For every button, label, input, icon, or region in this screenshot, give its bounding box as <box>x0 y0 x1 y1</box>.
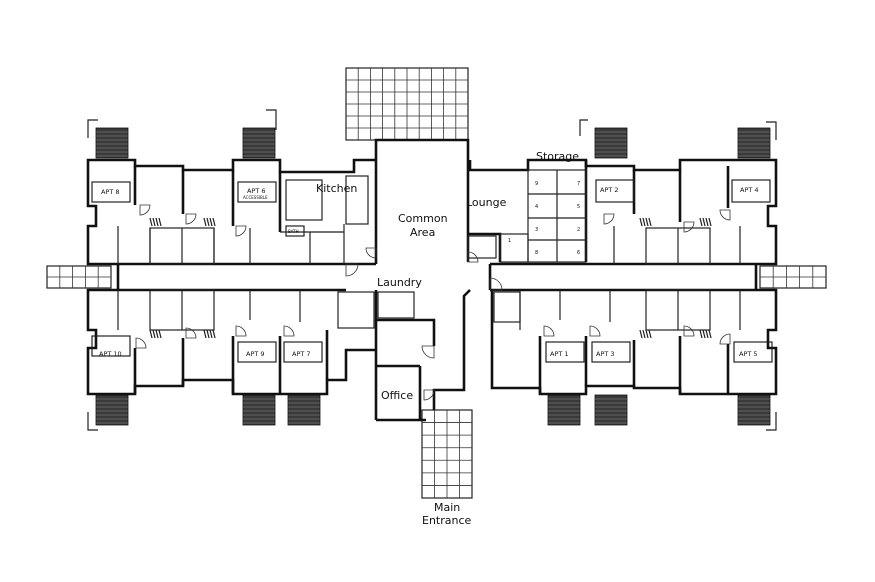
apt6-accessible-note: ACCESSIBLE <box>243 195 268 200</box>
wall-tick <box>203 329 207 339</box>
wall-tick <box>206 329 210 339</box>
apt10-label: APT 10 <box>99 350 122 358</box>
wall-tick <box>639 329 643 339</box>
door-swing <box>235 225 247 237</box>
wall-ticks <box>149 217 712 339</box>
main-entrance-walkway <box>421 409 473 499</box>
apt2-label: APT 2 <box>600 186 619 194</box>
lounge-label: Lounge <box>466 196 507 209</box>
door-swing <box>135 337 147 349</box>
door-swing <box>185 327 197 339</box>
wall-tick <box>158 329 162 339</box>
storage-unit-label: 9 <box>535 181 538 187</box>
laundry-label: Laundry <box>377 276 422 289</box>
east-walkway-grid <box>759 265 827 289</box>
porches <box>95 127 771 426</box>
north-patio-grid <box>345 67 469 141</box>
wall-tick <box>699 217 703 227</box>
storage-unit-label: 3 <box>535 227 538 233</box>
door-swing <box>421 345 435 359</box>
common-area-label-2: Area <box>410 226 435 239</box>
door-swings <box>135 204 731 401</box>
corner-brackets <box>87 109 777 431</box>
wall-tick <box>209 329 213 339</box>
storage-unit-label: 5 <box>577 204 580 210</box>
bath-label: BATH <box>288 229 299 234</box>
storage-unit-label: 1 <box>508 238 511 244</box>
storage-unit-numbers: 9 7 4 5 3 2 8 6 1 <box>508 181 580 256</box>
storage-unit-label: 7 <box>577 181 580 187</box>
main-entrance-label-2: Entrance <box>422 514 472 527</box>
west-wing-walls <box>86 158 376 396</box>
apt7-label: APT 7 <box>292 350 311 358</box>
wall-tick <box>206 217 210 227</box>
east-wing-walls <box>468 158 778 396</box>
door-swing <box>603 213 615 225</box>
wall-tick <box>705 217 709 227</box>
wall-tick <box>155 217 159 227</box>
wall-tick <box>203 217 207 227</box>
door-swing <box>185 213 197 225</box>
door-swing <box>589 325 601 337</box>
wall-tick <box>155 329 159 339</box>
wall-tick <box>648 329 652 339</box>
wall-tick <box>152 217 156 227</box>
door-swing <box>139 204 151 216</box>
door-swing <box>543 325 555 337</box>
apt8-label: APT 8 <box>101 188 120 196</box>
storage-unit-label: 4 <box>535 204 538 210</box>
wall-tick <box>642 329 646 339</box>
apt5-label: APT 5 <box>739 350 758 358</box>
apt3-label: APT 3 <box>596 350 615 358</box>
door-swing <box>283 325 295 337</box>
apt1-label: APT 1 <box>550 350 569 358</box>
door-swing <box>683 325 695 337</box>
apt4-label: APT 4 <box>740 186 759 194</box>
door-swing <box>235 325 247 337</box>
storage-unit-label: 2 <box>577 227 580 233</box>
wall-tick <box>158 217 162 227</box>
door-swing <box>683 221 695 233</box>
apt9-label: APT 9 <box>246 350 265 358</box>
wall-tick <box>645 329 649 339</box>
wall-tick <box>209 217 213 227</box>
wall-tick <box>705 329 709 339</box>
wall-tick <box>708 217 712 227</box>
main-entrance-label-1: Main <box>434 501 460 514</box>
interior-partitions <box>91 169 773 363</box>
common-area-label-1: Common <box>398 212 448 225</box>
apt6-label: APT 6 <box>247 187 266 195</box>
door-swing <box>719 333 731 345</box>
wall-tick <box>149 217 153 227</box>
storage-unit-label: 8 <box>535 250 538 256</box>
door-swing <box>489 277 503 291</box>
room-labels: Kitchen Common Area Lounge Storage Laund… <box>288 150 579 527</box>
door-swing <box>423 389 435 401</box>
office-label: Office <box>381 389 413 402</box>
west-walkway-grid <box>46 265 112 289</box>
wall-tick <box>152 329 156 339</box>
wall-tick <box>639 217 643 227</box>
wall-tick <box>212 329 216 339</box>
apartment-labels: APT 8 APT 6 ACCESSIBLE APT 2 APT 4 APT 1… <box>99 186 759 358</box>
wall-tick <box>702 217 706 227</box>
kitchen-label: Kitchen <box>316 182 357 195</box>
wall-tick <box>708 329 712 339</box>
wall-tick <box>699 329 703 339</box>
wall-tick <box>149 329 153 339</box>
storage-unit-label: 6 <box>577 250 580 256</box>
storage-label: Storage <box>536 150 579 163</box>
door-swing <box>365 247 377 259</box>
door-swing <box>719 209 731 221</box>
wall-tick <box>212 217 216 227</box>
wall-tick <box>648 217 652 227</box>
wall-tick <box>642 217 646 227</box>
wall-tick <box>645 217 649 227</box>
door-swing <box>467 251 479 263</box>
door-swing <box>345 263 359 277</box>
wall-tick <box>702 329 706 339</box>
